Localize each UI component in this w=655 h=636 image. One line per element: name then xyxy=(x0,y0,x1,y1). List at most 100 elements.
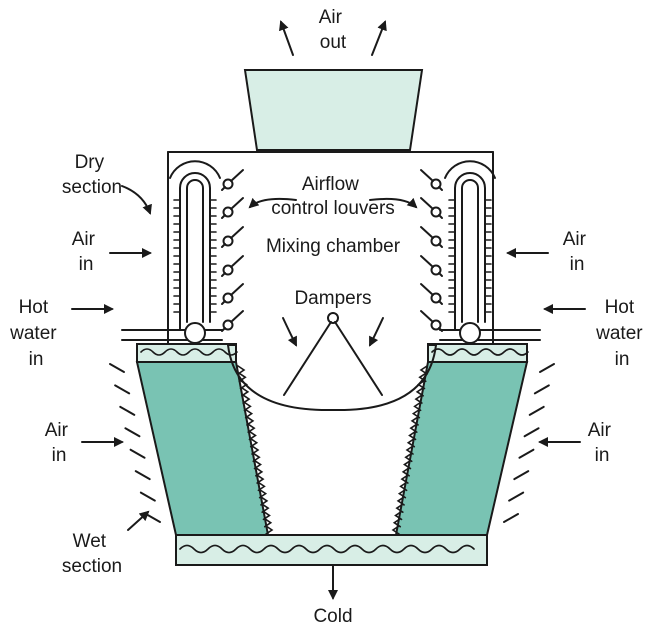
airflow-louvers-label: Airflow control louvers xyxy=(271,174,395,219)
louver-pivot xyxy=(222,178,234,190)
louver-pivot xyxy=(430,235,442,247)
drift-chevron xyxy=(408,430,417,441)
drift-chevron xyxy=(405,445,414,455)
cold-water-basin xyxy=(175,534,488,566)
wet-section-arrow xyxy=(127,510,150,531)
louver-blade xyxy=(420,310,434,323)
drift-chevron xyxy=(392,517,402,528)
louver-blade xyxy=(221,186,226,191)
mixing-baffle-right xyxy=(332,344,437,412)
inlet-louver xyxy=(518,448,535,459)
louver-blade xyxy=(420,197,434,210)
air-in-right-lower-label: Air in xyxy=(588,420,617,466)
drift-chevron xyxy=(399,481,408,492)
louver-blade xyxy=(420,169,434,182)
dry-section-label: Dry section xyxy=(62,152,122,198)
drift-chevron xyxy=(248,430,257,441)
dry-coil-left xyxy=(169,160,221,344)
louver-pivot xyxy=(222,264,234,276)
louver-blade xyxy=(438,186,443,191)
drift-chevron xyxy=(247,423,256,433)
drift-chevron xyxy=(410,416,419,426)
louver-blade xyxy=(230,310,244,323)
louver-arrow-left xyxy=(248,197,297,209)
louver-blade xyxy=(438,214,443,219)
mixing-baffle-left xyxy=(227,344,334,412)
louver-pivot xyxy=(222,292,234,304)
inlet-louver xyxy=(523,427,540,438)
drift-chevron xyxy=(397,488,407,499)
inlet-louver xyxy=(145,513,161,523)
louver-blade xyxy=(221,243,226,248)
inlet-louver xyxy=(533,384,550,395)
air-out-label: Air out xyxy=(319,7,348,53)
dampers-label: Dampers xyxy=(294,288,371,309)
drift-eliminator-right xyxy=(391,365,428,535)
drift-chevron xyxy=(403,459,412,470)
louver-blade xyxy=(230,226,244,239)
left-distribution-basin xyxy=(136,343,238,363)
dry-coil-right xyxy=(444,160,496,344)
inlet-louver xyxy=(508,491,525,502)
drift-chevron xyxy=(404,452,413,463)
drift-chevron xyxy=(246,416,255,426)
louver-blade xyxy=(438,300,443,305)
louver-arrow-right xyxy=(369,197,418,209)
dry-section-housing xyxy=(167,151,494,173)
fan-stack xyxy=(243,69,424,151)
drift-chevron xyxy=(253,459,262,470)
louver-blade xyxy=(420,283,434,296)
louvers-right xyxy=(420,169,443,332)
drift-chevron xyxy=(395,503,404,513)
hot-water-pipe-left xyxy=(121,329,223,341)
drift-chevron xyxy=(257,481,266,492)
drift-chevron xyxy=(415,387,424,397)
drift-chevron xyxy=(249,437,259,448)
drift-chevron xyxy=(414,394,423,404)
dampers xyxy=(282,312,384,396)
hot-water-pipe-right xyxy=(439,329,541,341)
inlet-louver xyxy=(134,470,151,481)
drift-chevron xyxy=(258,488,268,499)
louver-blade xyxy=(221,300,226,305)
drift-chevron xyxy=(413,401,422,412)
inlet-louvers-left xyxy=(109,363,161,523)
air-out-arrow-left xyxy=(279,20,294,56)
dry-section-arrow xyxy=(121,185,152,215)
drift-chevron xyxy=(260,496,269,506)
right-distribution-basin xyxy=(427,343,529,363)
louver-pivot xyxy=(222,319,234,331)
drift-chevron xyxy=(261,503,270,513)
drift-chevron xyxy=(396,496,405,506)
drift-chevron xyxy=(237,365,246,375)
inlet-louver xyxy=(528,405,545,416)
air-in-right-upper-label: Air in xyxy=(563,229,592,275)
air-in-left-upper-label: Air in xyxy=(72,229,101,275)
drift-chevron xyxy=(391,525,400,535)
inlet-louver xyxy=(503,513,519,523)
drift-chevron xyxy=(411,408,421,419)
drift-chevron xyxy=(256,474,265,484)
louver-pivot xyxy=(430,292,442,304)
louver-pivot xyxy=(430,264,442,276)
inlet-louver xyxy=(119,405,136,416)
air-in-left-lower-label: Air in xyxy=(45,420,74,466)
inlet-louver xyxy=(139,491,156,502)
hot-water-in-left-label: Hot water in xyxy=(9,297,62,370)
inlet-louver xyxy=(129,448,146,459)
louver-pivot xyxy=(430,319,442,331)
hot-water-in-right-label: Hot water in xyxy=(595,297,648,370)
drift-chevron xyxy=(263,517,273,528)
drift-chevron xyxy=(243,401,252,412)
drift-chevron xyxy=(409,423,418,433)
drift-chevron xyxy=(251,445,260,455)
drift-chevron xyxy=(255,467,264,477)
louvers-left xyxy=(221,169,244,332)
drift-chevron xyxy=(400,474,409,484)
wet-section-label: Wet section xyxy=(62,531,122,577)
inlet-louver xyxy=(513,470,530,481)
louver-blade xyxy=(230,283,244,296)
drift-chevron xyxy=(244,408,254,419)
drift-eliminator-left xyxy=(237,365,274,535)
